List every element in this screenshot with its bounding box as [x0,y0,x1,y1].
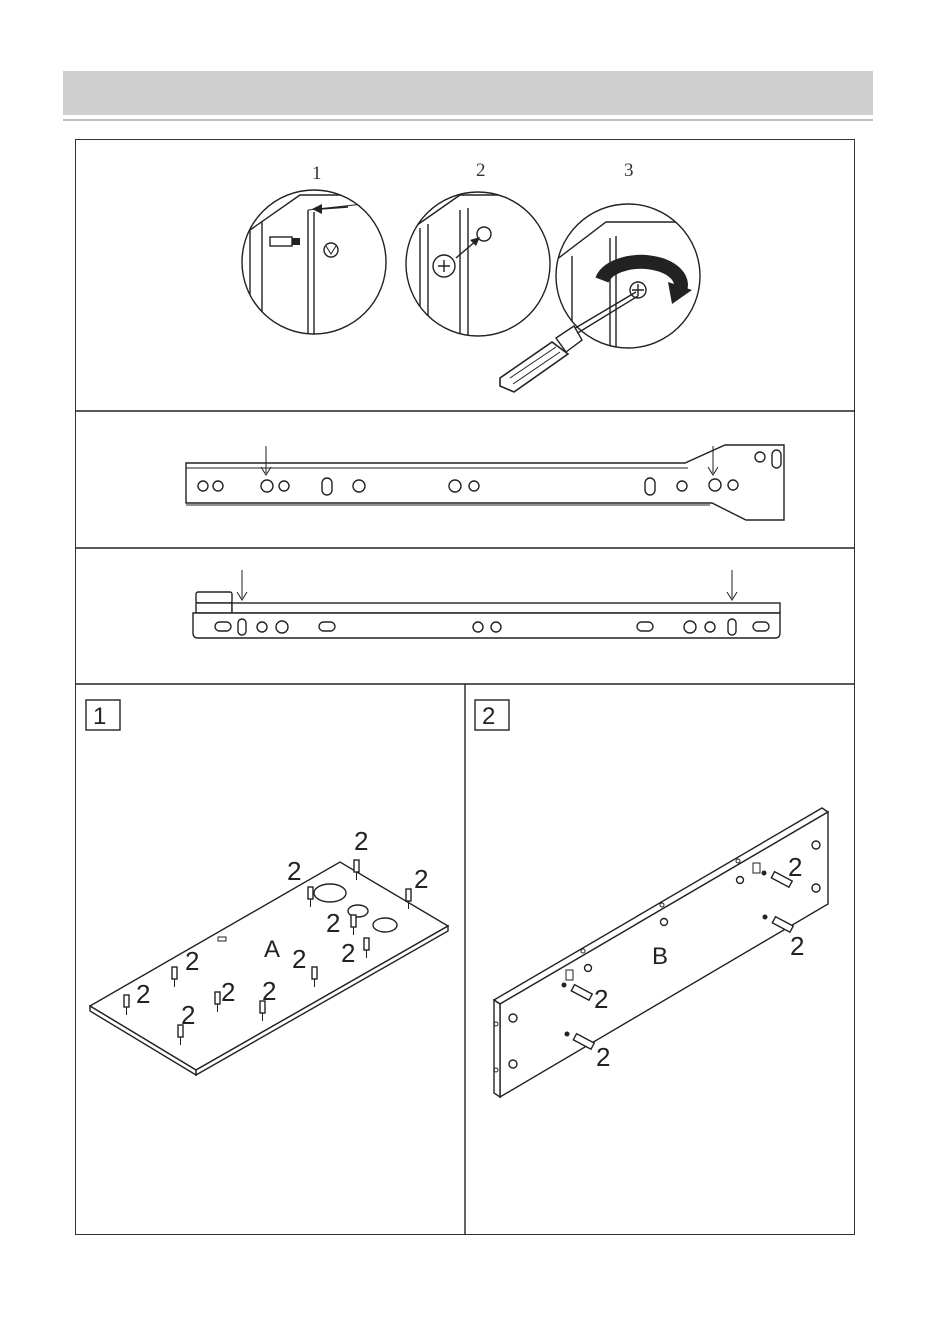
part-label: 2 [181,1000,195,1030]
board-a: A [90,862,448,1075]
step-label-2: 2 [476,160,486,181]
board-b: B [494,808,828,1097]
drawer-rail-2 [193,570,780,638]
detail-circle-2 [406,192,560,345]
part-label: 2 [594,984,608,1014]
arrow-down-icon [237,570,247,600]
drawer-rail-1 [186,445,784,520]
part-label: 2 [136,979,150,1009]
arrow-down-icon [727,570,737,600]
part-label: 2 [262,976,276,1006]
step-2-number: 2 [482,703,495,730]
part-label: 2 [790,931,804,961]
panel-a-letter: A [264,936,280,963]
part-label: 2 [287,856,301,886]
part-label: 2 [414,864,428,894]
part-label: 2 [326,908,340,938]
step-2-panel: 2 B 2 2 [475,700,828,1097]
panel-b-letter: B [652,943,668,970]
step-label-3: 3 [624,160,634,181]
step-label-1: 1 [312,163,322,184]
part-label: 2 [185,946,199,976]
camlock-steps: 1 2 3 [242,160,710,392]
step-1-number: 1 [93,703,106,730]
part-label: 2 [354,826,368,856]
part-label: 2 [221,977,235,1007]
part-label: 2 [341,938,355,968]
detail-circle-1 [242,190,400,340]
part-label: 2 [596,1042,610,1072]
part-label: 2 [292,944,306,974]
step-1-panel: 1 A 2 2 2 2 [86,700,448,1075]
part-label: 2 [788,852,802,882]
